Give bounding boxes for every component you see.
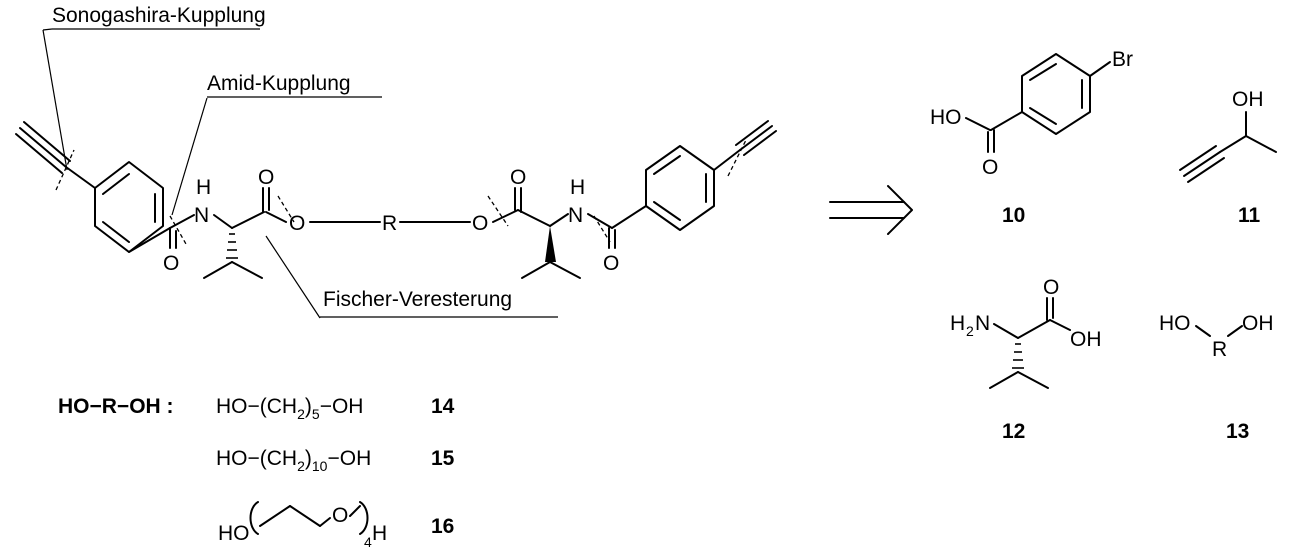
compound-number-10: 10 — [1002, 204, 1025, 227]
compound-number-13: 13 — [1226, 420, 1249, 443]
left-hashed-bond — [226, 233, 238, 259]
left-benzene-ring — [94, 161, 164, 253]
c12-carbonyl-oxygen: O — [1043, 276, 1059, 299]
left-ester-carbonyl-oxygen: O — [258, 166, 274, 189]
diol-14: HO−(CH2)5−OH 14 — [216, 395, 455, 422]
label-amide-coupling: Amid-Kupplung — [207, 72, 351, 95]
c12-amine-n: N — [975, 312, 990, 335]
peg-hydrogen: H — [372, 522, 387, 545]
c11-hydroxyl: OH — [1232, 88, 1264, 111]
linker-r: R — [382, 212, 397, 235]
diol-14-formula: HO−(CH2)5−OH — [216, 395, 363, 422]
compound-12: H 2 N O OH 12 — [950, 276, 1102, 443]
peg-hydroxyl: HO — [218, 522, 250, 545]
right-ester-oxygen: O — [472, 212, 488, 235]
compound-number-14: 14 — [431, 395, 455, 418]
diol-list: HO−R−OH : HO−(CH2)5−OH 14 HO−(CH2)10−OH … — [58, 395, 455, 550]
c12-hydroxyl: OH — [1070, 328, 1102, 351]
c12-amine-subscript: 2 — [966, 323, 974, 339]
label-fischer-esterification: Fischer-Veresterung — [323, 288, 512, 311]
peg-close-bracket — [359, 501, 369, 535]
left-carbonyl-oxygen: O — [163, 252, 179, 275]
right-wedge-bond — [545, 226, 556, 262]
left-ester-oxygen: O — [289, 212, 305, 235]
c10-hydroxyl: HO — [930, 106, 962, 129]
c13-hydroxyl-right: OH — [1242, 312, 1274, 335]
retrosynthesis-arrow — [829, 185, 913, 235]
compound-10: HO O Br 10 — [930, 48, 1133, 227]
reaction-labels: Sonogashira-Kupplung Amid-Kupplung Fisch… — [42, 4, 558, 318]
c13-hydroxyl-left: HO — [1159, 312, 1191, 335]
right-amide-hydrogen: H — [570, 176, 585, 199]
disconnection-marks — [55, 139, 747, 245]
compound-number-12: 12 — [1002, 420, 1025, 443]
compound-number-11: 11 — [1238, 204, 1261, 227]
right-carbonyl-oxygen: O — [603, 252, 619, 275]
left-alkyne — [15, 121, 96, 189]
c12-hashed-bond — [1012, 343, 1024, 369]
c10-carbonyl-oxygen: O — [982, 156, 998, 179]
right-alkyne — [713, 120, 777, 171]
diol-15-formula: HO−(CH2)10−OH — [216, 447, 371, 474]
compound-number-16: 16 — [431, 515, 454, 538]
c12-amine-h: H — [950, 312, 965, 335]
peg-open-bracket — [249, 501, 259, 535]
diol-15: HO−(CH2)10−OH 15 — [216, 447, 455, 474]
c10-bromine: Br — [1112, 48, 1133, 71]
right-ester-carbonyl-oxygen: O — [510, 166, 526, 189]
target-molecule: O N H O O R O O N — [15, 29, 777, 319]
peg-oxygen: O — [332, 504, 348, 527]
compound-11: OH 11 — [1179, 88, 1277, 227]
compound-number-15: 15 — [431, 447, 455, 470]
peg-repeat-count: 4 — [364, 534, 372, 550]
c13-r-group: R — [1212, 338, 1227, 361]
diol-16: HO O 4 H 16 — [218, 501, 454, 550]
left-amide-nitrogen: N — [194, 204, 209, 227]
right-amide-nitrogen: N — [568, 204, 583, 227]
compound-13: HO R OH 13 — [1159, 312, 1274, 443]
right-benzene-ring — [645, 145, 715, 231]
label-sonogashira: Sonogashira-Kupplung — [52, 4, 266, 27]
diol-list-label: HO−R−OH : — [58, 395, 174, 418]
left-amide-hydrogen: H — [196, 176, 211, 199]
